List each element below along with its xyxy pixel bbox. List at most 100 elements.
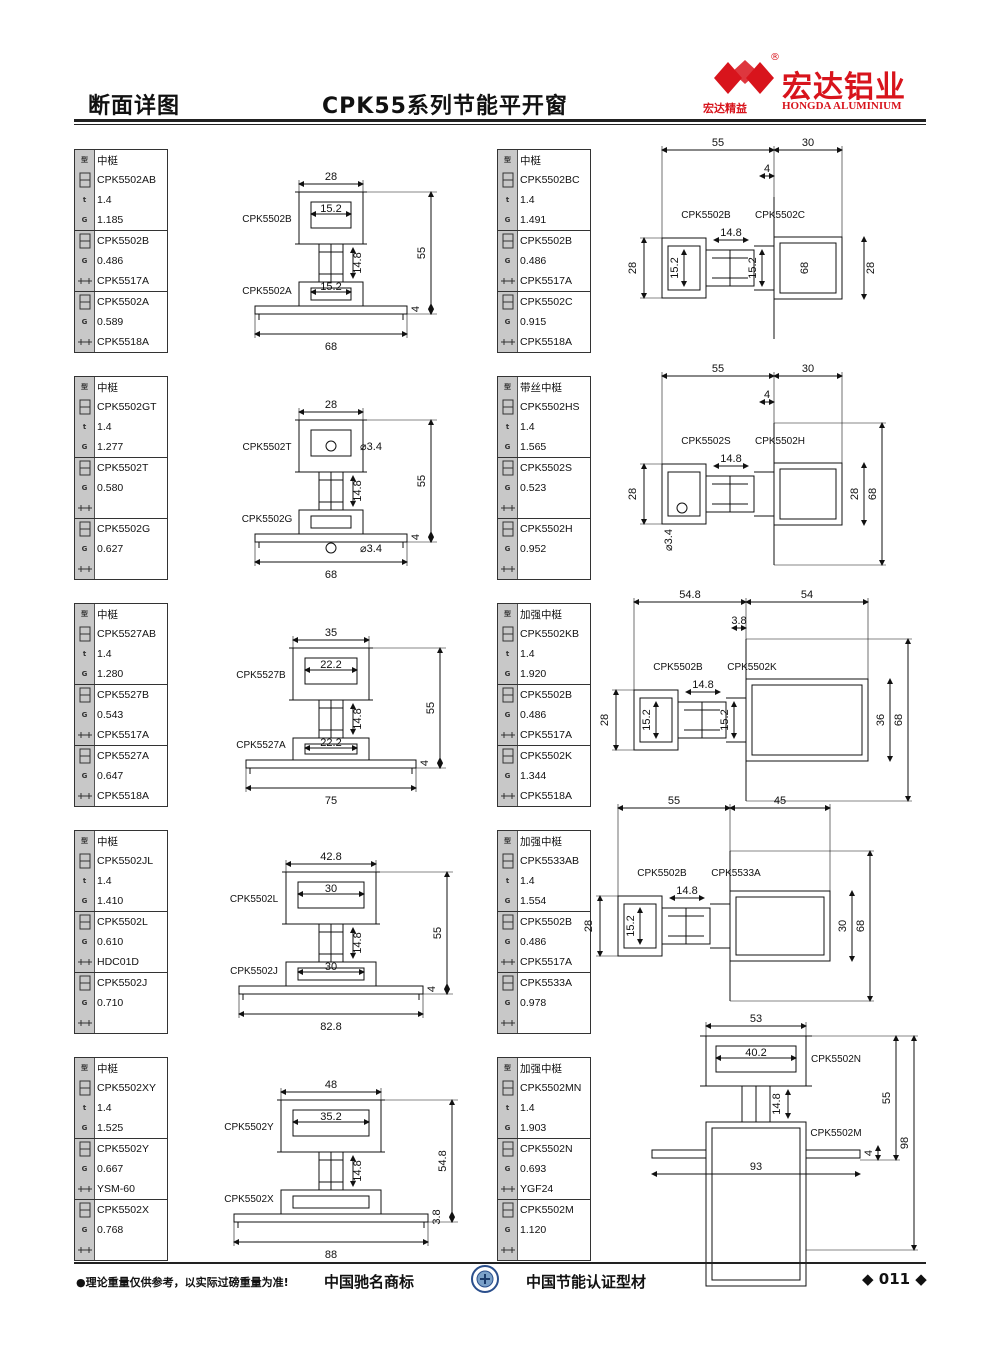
dimension-label: 68 <box>799 262 811 274</box>
wall-thickness-icon: t <box>75 190 95 210</box>
spec-value: 1.4 <box>97 194 112 206</box>
profile-label: CPK5502G <box>242 514 293 525</box>
spec-row: CPK5502Y <box>75 1138 167 1159</box>
spec-value: CPK5533AB <box>520 855 579 867</box>
weight-icon: G <box>498 766 518 786</box>
wall-thickness-icon: t <box>75 1098 95 1118</box>
profile-joint-icon <box>75 1240 95 1260</box>
wall-thickness-icon: t <box>75 417 95 437</box>
spec-row <box>498 559 590 579</box>
spec-value: 0.710 <box>97 997 124 1009</box>
spec-value: 0.523 <box>520 482 547 494</box>
spec-value: CPK5527AB <box>97 628 156 640</box>
dimension-label: 14.8 <box>352 252 364 273</box>
spec-value: 0.952 <box>520 543 547 555</box>
spec-value: CPK5502B <box>520 916 572 928</box>
spec-value: CPK5502B <box>520 235 572 247</box>
spec-row <box>498 498 590 518</box>
spec-value: 1.4 <box>520 1102 535 1114</box>
profile-section-icon <box>498 851 518 871</box>
series-title: CPK55系列节能平开窗 <box>322 94 568 119</box>
profile-section-icon <box>75 292 95 312</box>
dimension-label: 4 <box>410 534 422 540</box>
profile-outline <box>676 502 688 514</box>
profile-outline <box>651 1149 707 1159</box>
profile-outline <box>726 697 746 743</box>
wall-thickness-icon: t <box>498 644 518 664</box>
weight-icon: G <box>498 210 518 230</box>
spec-value: 1.4 <box>520 648 535 660</box>
dimension-label: 28 <box>325 399 337 411</box>
dimension-label: 30 <box>837 920 849 932</box>
weight-icon: G <box>75 705 95 725</box>
profile-outline <box>249 768 413 774</box>
spec-row: CPK5533A <box>498 972 590 993</box>
profile-joint-icon <box>498 952 518 972</box>
wall-thickness-icon: t <box>498 190 518 210</box>
profile-type-icon: 型 <box>498 1058 518 1078</box>
dimension-label: 42.8 <box>320 851 341 863</box>
spec-value: CPK5502H <box>520 523 573 535</box>
profile-label: CPK5527A <box>236 740 286 751</box>
spec-row: CPK5527B <box>75 684 167 705</box>
spec-value: 1.565 <box>520 441 547 453</box>
profile-label: CPK5527B <box>236 670 286 681</box>
profile-section-icon <box>75 685 95 705</box>
dimension-label: 28 <box>627 488 639 500</box>
weight-icon: G <box>498 312 518 332</box>
spec-value: 0.667 <box>97 1163 124 1175</box>
dimension-label: 14.8 <box>352 932 364 953</box>
spec-value: 1.120 <box>520 1224 547 1236</box>
spec-row: 型中梃 <box>498 150 590 170</box>
dimension-label: 54 <box>801 589 813 601</box>
spec-value: 加强中梃 <box>520 1062 562 1075</box>
profile-label: CPK5502N <box>811 1054 861 1065</box>
profile-label: CPK5502K <box>727 662 777 673</box>
spec-value: 中梃 <box>520 154 541 167</box>
weight-icon: G <box>498 437 518 457</box>
spec-value: 1.280 <box>97 668 124 680</box>
profile-label: CPK5502B <box>681 210 731 221</box>
dimension-label: 4 <box>426 986 438 992</box>
profile-outline <box>751 684 863 756</box>
profile-joint-icon <box>498 332 518 352</box>
dimension-label: 75 <box>325 795 337 807</box>
dimension-label: 68 <box>893 714 905 726</box>
spec-value: CPK5502B <box>97 235 149 247</box>
profile-outline <box>310 429 352 457</box>
spec-value: 加强中梃 <box>520 835 562 848</box>
spec-value: 中梃 <box>97 835 118 848</box>
spec-row: 型中梃 <box>75 377 167 397</box>
spec-row: CPK5502K <box>498 745 590 766</box>
profile-joint-icon <box>75 1013 95 1033</box>
spec-value: 0.486 <box>520 936 547 948</box>
spec-value: HDC01D <box>97 956 140 968</box>
dimension-label: 55 <box>712 137 724 149</box>
profile-section-icon <box>498 231 518 251</box>
spec-value: CPK5527B <box>97 689 149 701</box>
profile-section-icon <box>75 1078 95 1098</box>
profile-section-icon <box>498 170 518 190</box>
logo-english: HONGDA ALUMINIUM <box>782 100 902 112</box>
spec-value: 1.185 <box>97 214 124 226</box>
dimension-label: 30 <box>802 137 814 149</box>
profile-joint-icon <box>75 271 95 291</box>
dimension-label: ⌀3.4 <box>663 529 675 551</box>
profile-label: CPK5533A <box>711 868 761 879</box>
wall-thickness-icon: t <box>498 1098 518 1118</box>
spec-row: 型中梃 <box>75 604 167 624</box>
spec-value: YGF24 <box>520 1183 554 1195</box>
weight-icon: G <box>498 1159 518 1179</box>
profile-section-icon <box>498 458 518 478</box>
spec-value: CPK5502S <box>520 462 572 474</box>
spec-row <box>498 1013 590 1033</box>
profile-outline <box>754 471 774 517</box>
dimension-label: 54.8 <box>679 589 700 601</box>
